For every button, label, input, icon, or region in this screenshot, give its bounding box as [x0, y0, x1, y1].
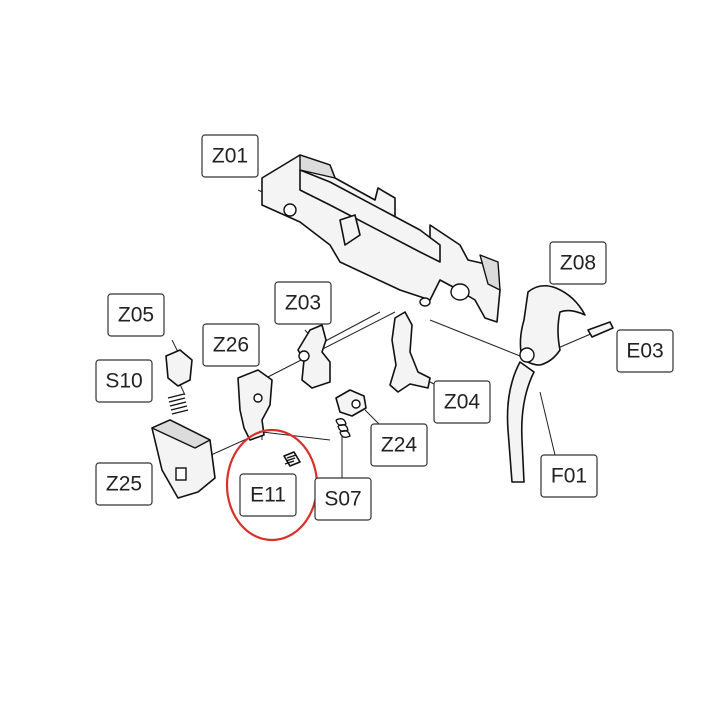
label-z05[interactable]: Z05 [107, 293, 165, 337]
leader-z24 [364, 409, 381, 426]
label-z03[interactable]: Z03 [274, 281, 332, 325]
leader-z26-s07 [261, 431, 331, 441]
s10-coil [167, 393, 189, 415]
label-e11[interactable]: E11 [239, 473, 297, 517]
z24-hole [351, 399, 361, 409]
z25-slot [175, 467, 187, 481]
z05-body [165, 349, 193, 387]
z03-pivot [298, 350, 310, 362]
label-s10-text: S10 [105, 370, 142, 393]
z01-pin-hole [283, 203, 297, 217]
label-s07[interactable]: S07 [314, 477, 372, 521]
label-z05-box [107, 293, 165, 337]
part-f01-trigger-bar [506, 361, 535, 483]
z01-top-edge [299, 154, 336, 179]
label-z04-box [433, 380, 491, 424]
label-z26-box [202, 323, 260, 367]
z04-body [389, 311, 431, 393]
label-z01-box [201, 134, 259, 178]
z01-window [339, 214, 361, 246]
part-z03-hammer [297, 324, 331, 389]
label-z01[interactable]: Z01 [201, 134, 259, 178]
z08-pivot [519, 347, 535, 363]
label-s10[interactable]: S10 [95, 359, 153, 403]
label-e11-text: E11 [250, 484, 286, 507]
label-z03-text: Z03 [285, 292, 321, 315]
label-z26-text: Z26 [213, 334, 249, 357]
label-z26[interactable]: Z26 [202, 323, 260, 367]
part-z01-frame [261, 154, 501, 323]
label-e03[interactable]: E03 [616, 329, 674, 373]
label-f01-text: F01 [551, 465, 587, 488]
label-z01-text: Z01 [212, 145, 248, 168]
part-e11-screw [283, 451, 301, 467]
z26-hole [253, 393, 263, 403]
s07-coil [335, 418, 351, 438]
label-z04-text: Z04 [444, 391, 481, 414]
z01-rail [299, 169, 441, 263]
label-z24-text: Z24 [381, 434, 418, 457]
leader-z26-frame [261, 311, 396, 381]
label-z08[interactable]: Z08 [549, 241, 607, 285]
leader-z03-frame [317, 311, 381, 346]
part-z24 [335, 389, 367, 417]
z01-small-hole [419, 297, 431, 307]
leader-z05 [171, 339, 179, 353]
label-z08-text: Z08 [560, 252, 596, 275]
part-z05 [165, 349, 193, 387]
z25-top [151, 419, 211, 449]
label-s07-text: S07 [324, 488, 361, 511]
label-s10-box [95, 359, 153, 403]
z01-rear-tab [479, 254, 501, 291]
part-s10-spring [167, 393, 189, 415]
part-z08-trigger [519, 284, 614, 366]
label-z25-text: Z25 [106, 473, 142, 496]
label-z25-box [95, 462, 153, 506]
label-z24-box [370, 423, 428, 467]
label-s07-box [314, 477, 372, 521]
e03-pin-shape [587, 321, 614, 338]
e11-thread [284, 454, 297, 465]
f01-body [506, 361, 535, 483]
part-z25-block [151, 419, 216, 499]
leader-z08-frame [429, 319, 531, 361]
label-e11-box [239, 473, 297, 517]
label-z24[interactable]: Z24 [370, 423, 428, 467]
z24-body [335, 389, 367, 417]
label-f01[interactable]: F01 [540, 454, 598, 498]
label-z04[interactable]: Z04 [433, 380, 491, 424]
label-e03-text: E03 [626, 340, 663, 363]
label-z05-text: Z05 [118, 304, 154, 327]
label-z03-box [274, 281, 332, 325]
part-z26-housing [237, 369, 273, 441]
label-e03-box [616, 329, 674, 373]
z26-body [237, 369, 273, 441]
z01-bushing [450, 283, 470, 301]
label-f01-box [540, 454, 598, 498]
label-z25[interactable]: Z25 [95, 462, 153, 506]
leader-f01 [539, 391, 556, 456]
part-z04 [389, 311, 431, 393]
part-s07-spring [335, 418, 351, 438]
label-z08-box [549, 241, 607, 285]
